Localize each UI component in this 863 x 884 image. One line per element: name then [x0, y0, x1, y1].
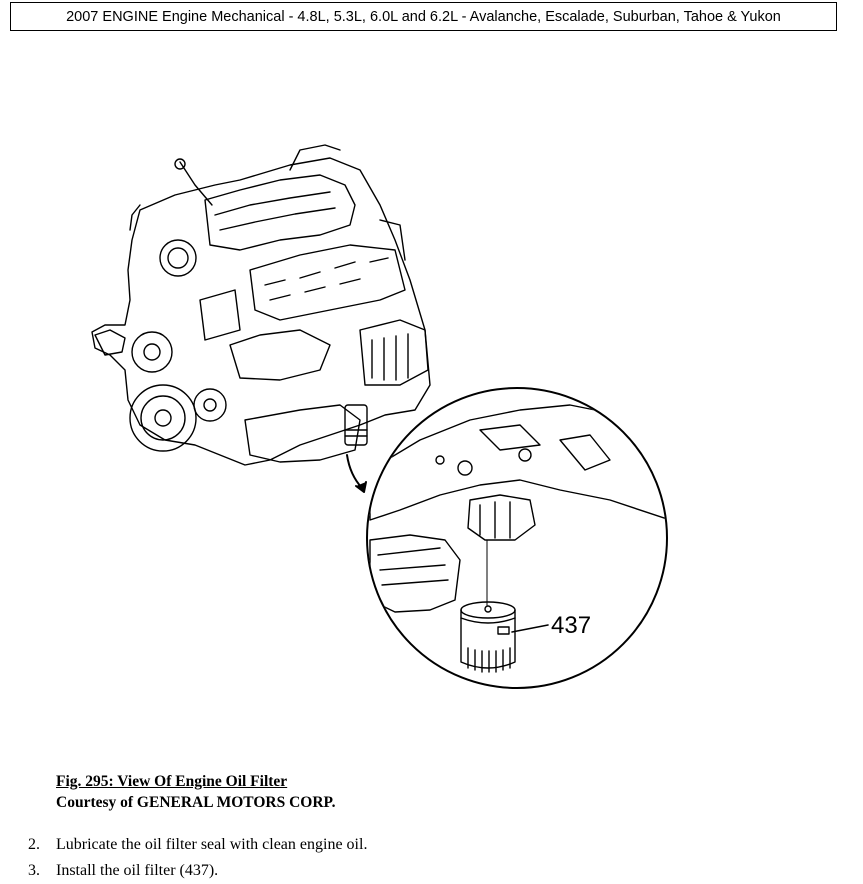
oil-filter-detail-view	[366, 387, 668, 689]
page-header-title: 2007 ENGINE Engine Mechanical - 4.8L, 5.…	[66, 8, 781, 25]
figure-title: Fig. 295: View Of Engine Oil Filter	[56, 773, 288, 790]
step-item: 2. Lubricate the oil filter seal with cl…	[28, 832, 367, 858]
figure-caption: Fig. 295: View Of Engine Oil Filter Cour…	[56, 771, 335, 813]
step-number: 3.	[28, 862, 40, 879]
step-number: 2.	[28, 836, 40, 853]
procedure-steps: 2. Lubricate the oil filter seal with cl…	[28, 832, 367, 884]
engine-drawing	[91, 144, 431, 466]
step-text: Lubricate the oil filter seal with clean…	[56, 836, 368, 853]
figure-credit: Courtesy of GENERAL MOTORS CORP.	[56, 794, 336, 811]
oil-filter-437	[460, 601, 516, 673]
step-text: Install the oil filter (437).	[56, 862, 219, 879]
page-header: 2007 ENGINE Engine Mechanical - 4.8L, 5.…	[10, 2, 837, 31]
step-item: 3. Install the oil filter (437).	[28, 858, 367, 884]
callout-label-437: 437	[551, 612, 591, 639]
